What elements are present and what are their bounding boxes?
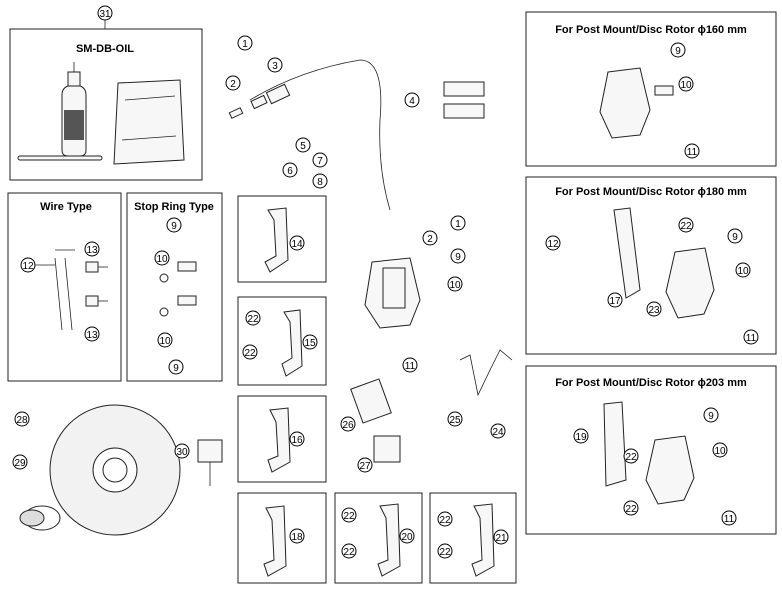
oil-kit-title: SM-DB-OIL bbox=[76, 43, 134, 55]
pm203-panel: For Post Mount/Disc Rotor ϕ203 mm 9 10 1… bbox=[525, 365, 777, 535]
wire-type-title: Wire Type bbox=[40, 201, 92, 213]
callout-22-pm180: 22 bbox=[680, 221, 692, 232]
callout-9-stop-a: 9 bbox=[171, 221, 177, 232]
callout-11-main: 11 bbox=[405, 361, 416, 372]
callout-22-p15b: 22 bbox=[244, 348, 256, 359]
callout-19-pm203: 19 bbox=[575, 432, 587, 443]
adapter-15-panel: 22 22 15 bbox=[237, 296, 327, 386]
callout-11-pm180: 11 bbox=[746, 333, 757, 344]
callout-26: 26 bbox=[342, 420, 354, 431]
pm180-panel: For Post Mount/Disc Rotor ϕ180 mm 22 12 … bbox=[525, 176, 777, 355]
callout-9-pm180: 9 bbox=[732, 232, 738, 243]
callout-6: 6 bbox=[287, 166, 293, 177]
callout-13-a: 13 bbox=[86, 245, 98, 256]
callout-10-pm180: 10 bbox=[737, 266, 749, 277]
callout-22-pm203b: 22 bbox=[625, 504, 637, 515]
callout-16: 16 bbox=[291, 435, 303, 446]
pm160-panel: For Post Mount/Disc Rotor ϕ160 mm 9 10 1… bbox=[525, 11, 777, 167]
callout-10-stop-a: 10 bbox=[156, 254, 168, 265]
callout-30: 30 bbox=[176, 447, 188, 458]
oil-kit-panel: SM-DB-OIL 31 bbox=[9, 5, 203, 181]
adapter-20-panel: 22 22 20 bbox=[334, 492, 423, 584]
disc-rotor: 28 29 30 bbox=[12, 404, 223, 536]
callout-1-mid: 1 bbox=[455, 219, 461, 230]
pm203-title: For Post Mount/Disc Rotor ϕ203 mm bbox=[555, 377, 747, 389]
callout-29: 29 bbox=[14, 458, 26, 469]
stop-ring-title: Stop Ring Type bbox=[134, 201, 214, 213]
callout-9-main: 9 bbox=[455, 252, 461, 263]
callout-11-pm203: 11 bbox=[724, 514, 735, 525]
callout-10-main: 10 bbox=[449, 280, 461, 291]
callout-10-pm160: 10 bbox=[680, 80, 692, 91]
callout-27: 27 bbox=[359, 461, 371, 472]
adapter-16-panel: 16 bbox=[237, 395, 327, 483]
callout-15: 15 bbox=[304, 338, 316, 349]
callout-5: 5 bbox=[300, 141, 306, 152]
callout-9-pm203: 9 bbox=[708, 411, 714, 422]
callout-22-p21a: 22 bbox=[439, 515, 451, 526]
pm160-title: For Post Mount/Disc Rotor ϕ160 mm bbox=[555, 24, 747, 36]
callout-22-p21b: 22 bbox=[439, 547, 451, 558]
callout-1-top: 1 bbox=[242, 39, 248, 50]
callout-11-pm160: 11 bbox=[687, 147, 698, 158]
callout-4: 4 bbox=[409, 96, 415, 107]
adapter-14-panel: 14 bbox=[237, 195, 327, 283]
callout-22-p15a: 22 bbox=[247, 314, 259, 325]
callout-9-stop-b: 9 bbox=[173, 363, 179, 374]
pm180-title: For Post Mount/Disc Rotor ϕ180 mm bbox=[555, 186, 747, 198]
callout-22-p20a: 22 bbox=[343, 511, 355, 522]
callout-12-pm180: 12 bbox=[547, 239, 559, 250]
callout-14: 14 bbox=[291, 239, 303, 250]
callout-31: 31 bbox=[99, 9, 111, 20]
wire-type-panel: Wire Type 12 13 13 bbox=[7, 192, 122, 382]
callout-22-pm203a: 22 bbox=[625, 452, 637, 463]
callout-2-top: 2 bbox=[230, 79, 236, 90]
bleed-bag-icon bbox=[113, 79, 185, 165]
adapter-21-panel: 22 22 21 bbox=[429, 492, 517, 584]
callout-13-b: 13 bbox=[86, 330, 98, 341]
callout-28: 28 bbox=[16, 415, 28, 426]
callout-25: 25 bbox=[449, 415, 461, 426]
callout-24: 24 bbox=[492, 427, 504, 438]
callout-3: 3 bbox=[272, 61, 278, 72]
callout-18: 18 bbox=[291, 532, 303, 543]
main-caliper-assembly: 1 2 3 4 5 6 7 8 1 2 9 10 11 25 bbox=[225, 35, 513, 473]
callout-20: 20 bbox=[401, 532, 413, 543]
callout-12-wire: 12 bbox=[22, 261, 34, 272]
oil-bottle-icon bbox=[61, 62, 87, 157]
bleed-tube-icon bbox=[17, 155, 103, 161]
adapter-18-panel: 18 bbox=[237, 492, 327, 584]
callout-22-p20b: 22 bbox=[343, 547, 355, 558]
callout-17-pm180: 17 bbox=[609, 296, 621, 307]
callout-23-pm180: 23 bbox=[648, 305, 660, 316]
stop-ring-type-panel: Stop Ring Type 9 10 10 9 bbox=[126, 192, 223, 382]
callout-9-pm160: 9 bbox=[675, 46, 681, 57]
callout-21: 21 bbox=[495, 533, 507, 544]
callout-10-pm203: 10 bbox=[714, 446, 726, 457]
callout-10-stop-b: 10 bbox=[159, 336, 171, 347]
callout-2-mid: 2 bbox=[427, 234, 433, 245]
callout-7: 7 bbox=[317, 156, 323, 167]
callout-8: 8 bbox=[317, 177, 323, 188]
